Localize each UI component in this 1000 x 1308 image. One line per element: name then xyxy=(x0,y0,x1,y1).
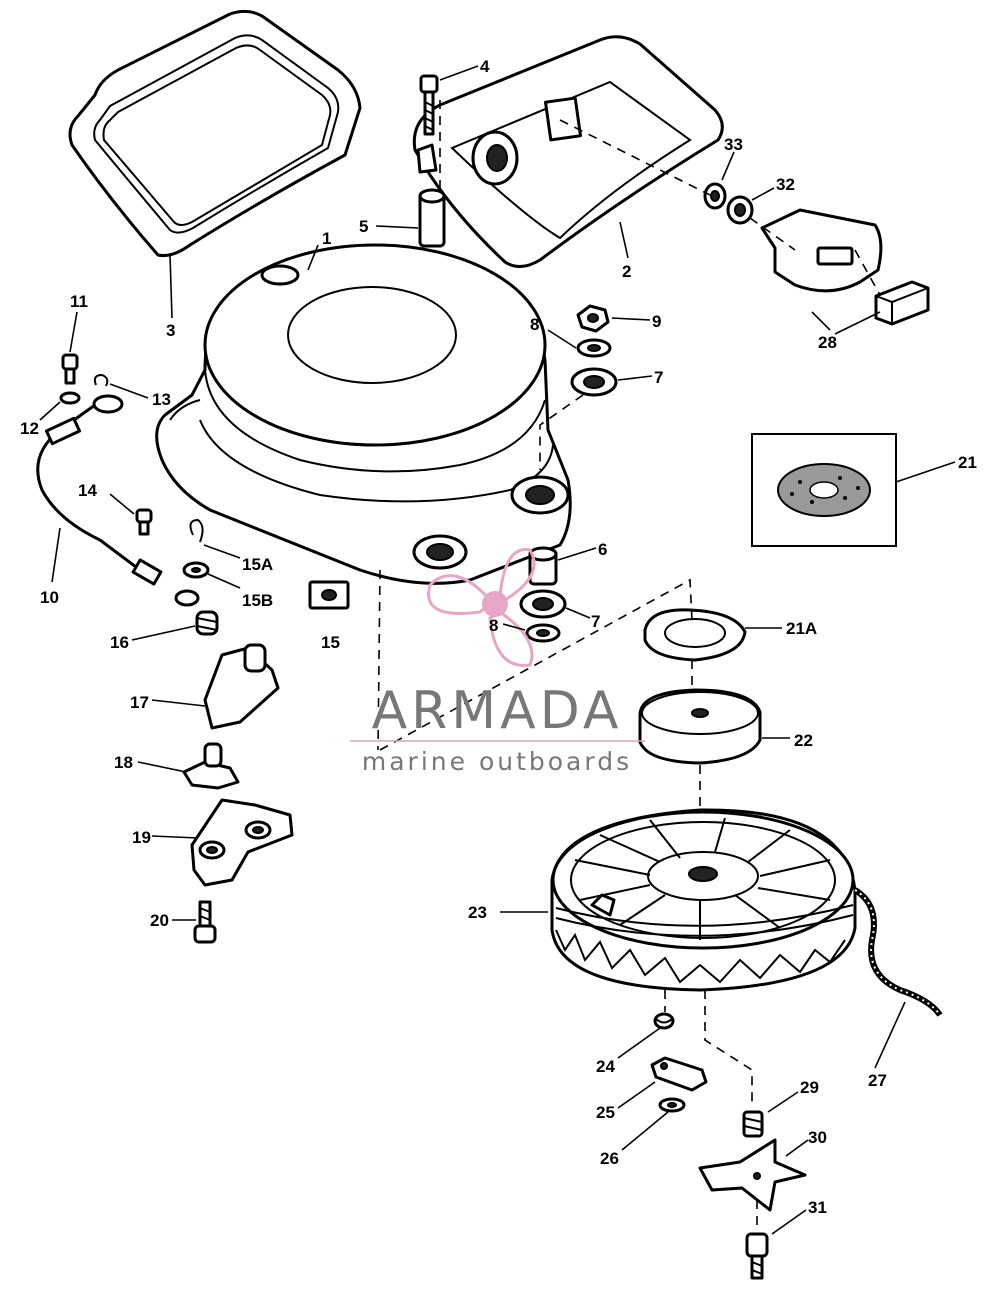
assembly-lines xyxy=(377,100,881,1232)
watermark-propeller-hub xyxy=(482,591,508,617)
callout-labels: 1 2 3 4 5 6 7 7 8 8 9 10 11 12 13 14 15 … xyxy=(20,57,977,1217)
callout-label: 19 xyxy=(132,828,151,847)
callout-label: 23 xyxy=(468,903,487,922)
callout-label: 12 xyxy=(20,419,39,438)
part-washer-12 xyxy=(59,391,81,405)
watermark-tagline: marine outboards xyxy=(362,747,632,776)
callout-label: 22 xyxy=(794,731,813,750)
part-handle-housing xyxy=(412,35,724,268)
callout-label: 15 xyxy=(321,633,340,652)
callout-label: 32 xyxy=(776,175,795,194)
part-retainer-21a xyxy=(643,608,747,662)
callout-label: 16 xyxy=(110,633,129,652)
part-screw xyxy=(419,74,439,136)
part-bracket-19 xyxy=(190,798,294,887)
part-bushing-33 xyxy=(703,182,727,210)
part-spacer xyxy=(418,188,446,248)
callout-label: 31 xyxy=(808,1198,827,1217)
callout-label: 15A xyxy=(242,555,273,574)
part-friction-plate-22 xyxy=(638,688,762,765)
callout-label: 10 xyxy=(40,588,59,607)
part-lever-17 xyxy=(203,643,280,730)
callout-label: 29 xyxy=(800,1078,819,1097)
part-starter-housing xyxy=(155,243,572,585)
part-screw-11 xyxy=(61,353,79,385)
part-washer-7-upper xyxy=(570,367,618,397)
callout-label: 2 xyxy=(622,262,631,281)
part-pawl-plate-30 xyxy=(698,1138,807,1212)
part-screw-31 xyxy=(745,1232,769,1280)
callout-label: 3 xyxy=(166,321,175,340)
callout-label: 17 xyxy=(130,693,149,712)
callout-label: 5 xyxy=(359,217,368,236)
callout-label: 7 xyxy=(591,612,600,631)
callout-label: 21A xyxy=(786,619,817,638)
part-clip-26 xyxy=(658,1097,686,1113)
part-cover-plate xyxy=(68,9,362,257)
part-starter-handle xyxy=(760,208,930,326)
callout-label: 8 xyxy=(489,616,498,635)
part-pawl-25 xyxy=(650,1056,708,1092)
part-bushing-15 xyxy=(308,580,350,610)
part-starter-rope xyxy=(853,887,943,1017)
part-friction-disk-inset xyxy=(751,433,897,547)
callout-label: 11 xyxy=(70,292,88,311)
callout-label: 24 xyxy=(596,1057,615,1076)
armada-watermark: ARMADA marine outboards xyxy=(350,548,645,776)
watermark-brand: ARMADA xyxy=(372,681,623,741)
part-rope-pulley xyxy=(550,808,857,992)
callout-label: 28 xyxy=(818,333,837,352)
leader-lines xyxy=(39,65,956,1235)
callout-label: 33 xyxy=(724,135,743,154)
part-bushing-32 xyxy=(726,195,754,225)
part-nut-9 xyxy=(576,304,610,333)
part-spring-29 xyxy=(742,1110,764,1138)
callout-label: 15B xyxy=(242,591,273,610)
callout-label: 30 xyxy=(808,1128,827,1147)
callout-label: 9 xyxy=(652,312,661,331)
callout-label: 4 xyxy=(480,57,490,76)
watermark-propeller-blade xyxy=(498,548,536,602)
watermark-propeller-blade xyxy=(427,574,495,615)
callout-label: 14 xyxy=(78,481,97,500)
part-cable-10 xyxy=(36,394,200,607)
part-screw-14 xyxy=(135,508,153,536)
part-washer-8-upper xyxy=(576,338,612,358)
callout-label: 1 xyxy=(322,229,331,248)
part-spring-24 xyxy=(653,1012,675,1030)
callout-label: 6 xyxy=(598,540,607,559)
callout-label: 25 xyxy=(596,1103,615,1122)
callout-label: 8 xyxy=(530,315,539,334)
part-washer-15b xyxy=(182,561,210,579)
callout-label: 21 xyxy=(958,453,977,472)
callout-label: 7 xyxy=(654,368,663,387)
part-pawl-18 xyxy=(182,742,240,790)
callout-label: 27 xyxy=(868,1071,887,1090)
callout-label: 26 xyxy=(600,1149,619,1168)
part-clip-15a xyxy=(189,518,204,543)
callout-label: 20 xyxy=(150,911,169,930)
part-spring-16 xyxy=(195,610,219,636)
part-screw-20 xyxy=(193,900,217,944)
part-clip-13 xyxy=(93,373,109,387)
part-spacer-6 xyxy=(528,546,558,586)
callout-label: 13 xyxy=(152,390,171,409)
part-washer-7-lower xyxy=(519,589,567,619)
part-washer-8-lower xyxy=(525,623,561,643)
callout-label: 18 xyxy=(114,753,133,772)
